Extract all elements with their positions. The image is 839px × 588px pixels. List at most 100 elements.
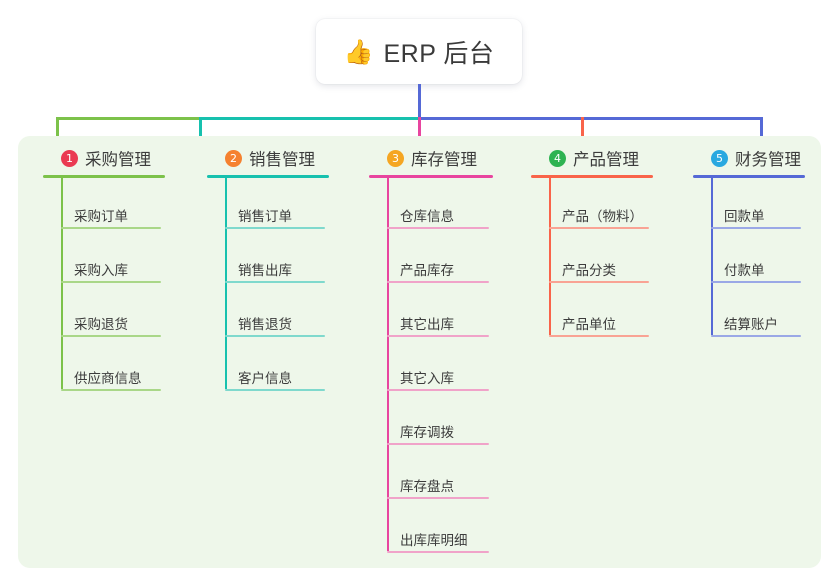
column-underline-5 [693,175,805,178]
column-header-5[interactable]: 5 财务管理 [690,144,839,172]
list-item-underline [387,335,489,337]
list-item[interactable]: 销售订单 [204,180,364,234]
column-title-3: 库存管理 [411,151,477,169]
list-item[interactable]: 产品（物料） [528,180,688,234]
column-title-1: 采购管理 [85,151,151,169]
connector-bus-segment-1 [56,117,200,120]
list-item-underline [387,443,489,445]
list-item-label: 采购入库 [74,263,128,278]
column-header-3[interactable]: 3 库存管理 [366,144,528,172]
column-spine-1 [61,178,63,389]
list-item-underline [387,551,489,553]
list-item[interactable]: 采购入库 [40,234,200,288]
column-underline-3 [369,175,493,178]
column-items-1: 采购订单采购入库采购退货供应商信息 [40,178,200,396]
connector-drop-4 [581,117,584,145]
list-item-label: 产品库存 [400,263,454,278]
list-item-label: 库存调拨 [400,425,454,440]
list-item-underline [61,389,161,391]
list-item-underline [225,335,325,337]
column-spine-4 [549,178,551,335]
connector-bus-segment-3 [419,117,762,120]
column-badge-3: 3 [387,149,404,167]
list-item-underline [711,281,801,283]
list-item-label: 供应商信息 [74,371,142,386]
list-item-underline [61,335,161,337]
connector-drop-1 [56,117,59,145]
list-item-label: 采购退货 [74,317,128,332]
column-spine-2 [225,178,227,389]
column-5: 5 财务管理回款单付款单结算账户 [690,144,839,342]
column-spine-5 [711,178,713,335]
list-item-underline [387,389,489,391]
connector-root-stem [418,84,421,120]
list-item-label: 回款单 [724,209,765,224]
list-item[interactable]: 仓库信息 [366,180,528,234]
column-underline-1 [43,175,165,178]
list-item-label: 产品（物料） [562,209,643,224]
column-4: 4 产品管理产品（物料） 产品分类产品单位 [528,144,688,342]
list-item-underline [711,335,801,337]
list-item[interactable]: 销售出库 [204,234,364,288]
list-item-label: 产品单位 [562,317,616,332]
list-item-label: 客户信息 [238,371,292,386]
list-item[interactable]: 采购退货 [40,288,200,342]
list-item-underline [225,389,325,391]
column-badge-4: 4 [549,149,566,167]
list-item-label: 库存盘点 [400,479,454,494]
connector-bus-segment-2 [200,117,419,120]
list-item[interactable]: 回款单 [690,180,839,234]
column-underline-4 [531,175,653,178]
connector-drop-3 [418,117,421,145]
list-item-label: 出库库明细 [400,533,468,548]
connector-drop-5 [760,117,763,145]
column-badge-2: 2 [225,149,242,167]
list-item[interactable]: 供应商信息 [40,342,200,396]
list-item[interactable]: 库存盘点 [366,450,528,504]
list-item-underline [549,227,649,229]
list-item-underline [549,335,649,337]
list-item-underline [61,227,161,229]
root-node-title: ERP 后台 [383,39,495,68]
list-item[interactable]: 产品库存 [366,234,528,288]
column-3: 3 库存管理仓库信息产品库存其它出库其它入库库存调拨库存盘点出库库明细 [366,144,528,558]
list-item-label: 付款单 [724,263,765,278]
list-item-underline [225,281,325,283]
list-item-underline [61,281,161,283]
column-spine-3 [387,178,389,551]
thumbs-up-icon: 👍 [343,38,374,66]
list-item[interactable]: 采购订单 [40,180,200,234]
column-1: 1 采购管理采购订单采购入库采购退货供应商信息 [40,144,200,396]
list-item-label: 其它入库 [400,371,454,386]
list-item[interactable]: 结算账户 [690,288,839,342]
list-item-underline [387,497,489,499]
list-item-label: 销售订单 [238,209,292,224]
column-items-2: 销售订单销售出库销售退货客户信息 [204,178,364,396]
list-item[interactable]: 其它出库 [366,288,528,342]
list-item-underline [549,281,649,283]
column-header-4[interactable]: 4 产品管理 [528,144,688,172]
list-item[interactable]: 出库库明细 [366,504,528,558]
root-node-card: 👍 ERP 后台 [316,19,522,84]
column-badge-1: 1 [61,149,78,167]
list-item-label: 仓库信息 [400,209,454,224]
list-item[interactable]: 销售退货 [204,288,364,342]
column-title-5: 财务管理 [735,151,801,169]
column-items-3: 仓库信息产品库存其它出库其它入库库存调拨库存盘点出库库明细 [366,178,528,558]
column-badge-5: 5 [711,149,728,167]
list-item-label: 其它出库 [400,317,454,332]
column-title-4: 产品管理 [573,151,639,169]
list-item[interactable]: 产品分类 [528,234,688,288]
list-item[interactable]: 产品单位 [528,288,688,342]
column-header-1[interactable]: 1 采购管理 [40,144,200,172]
list-item[interactable]: 其它入库 [366,342,528,396]
column-items-4: 产品（物料） 产品分类产品单位 [528,178,688,342]
list-item[interactable]: 客户信息 [204,342,364,396]
list-item[interactable]: 库存调拨 [366,396,528,450]
list-item-label: 采购订单 [74,209,128,224]
list-item[interactable]: 付款单 [690,234,839,288]
list-item-underline [225,227,325,229]
